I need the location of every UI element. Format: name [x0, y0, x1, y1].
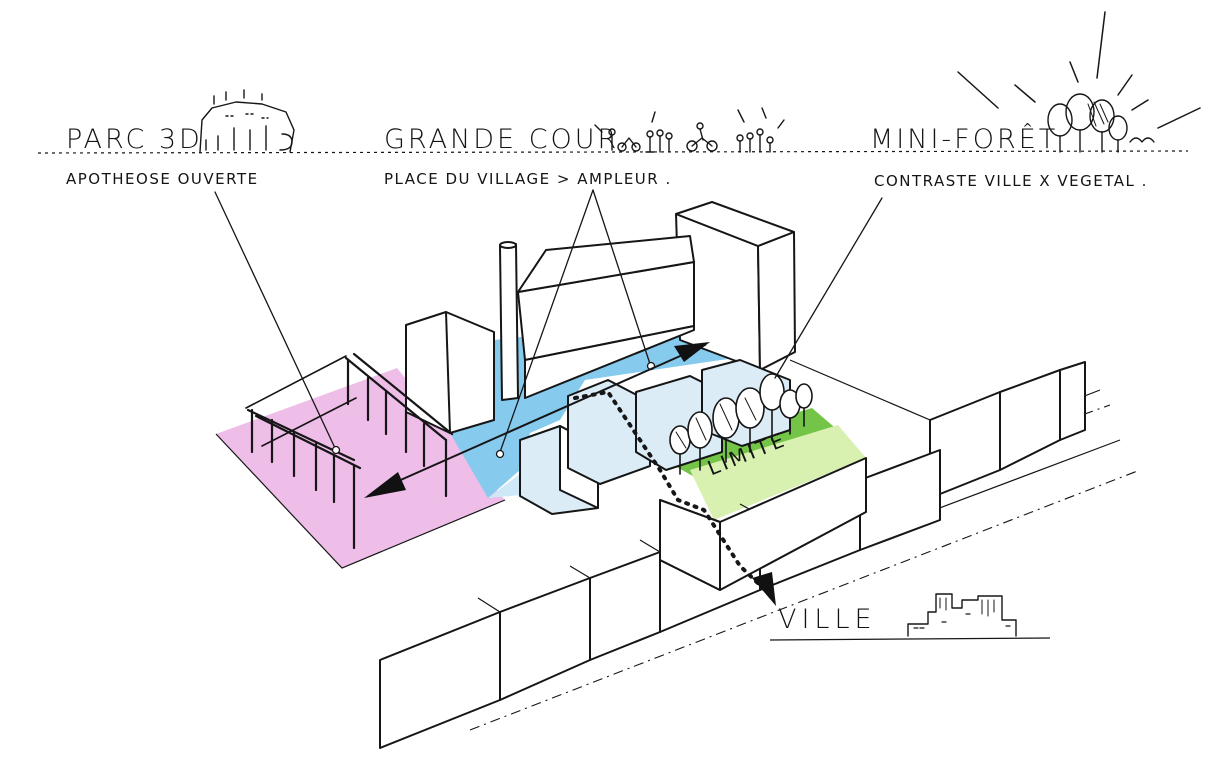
arrow-right-icon	[674, 342, 710, 362]
arrow-left-icon	[364, 472, 406, 498]
tree-icons	[669, 373, 813, 475]
parc-title: PARC 3D	[66, 124, 203, 155]
horizon-lines	[37, 150, 1189, 641]
circulation-arrows	[364, 342, 776, 606]
pergola-structure	[245, 352, 454, 550]
ville-label: VILLE	[778, 604, 877, 635]
parc-subtitle: APOTHEOSE OUVERTE	[66, 170, 259, 188]
sun-rays-icon	[957, 11, 1201, 129]
cour-title: GRANDE COUR	[384, 124, 620, 155]
main-buildings	[405, 201, 867, 591]
chimney	[499, 241, 519, 401]
cour-subtitle: PLACE DU VILLAGE > AMPLEUR .	[384, 170, 672, 188]
foret-subtitle: CONTRASTE VILLE X VEGETAL .	[874, 172, 1148, 190]
parc-3d-vignette-icon	[199, 89, 295, 153]
arrow-down-icon	[752, 572, 776, 606]
people-vignette-icon	[594, 107, 785, 153]
limite-zone	[690, 425, 866, 520]
ville-skyline-icon	[907, 593, 1017, 637]
mini-foret-vignette-icon	[1047, 93, 1155, 153]
pointer-lines	[214, 189, 883, 459]
foret-title: MINI-FORÊT	[870, 124, 1059, 155]
